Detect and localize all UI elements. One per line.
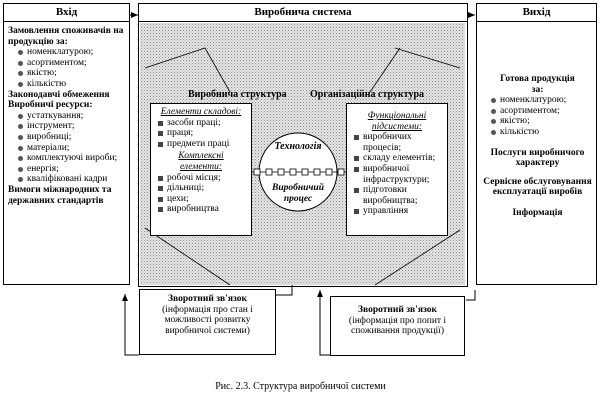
list-item: асортиментом; — [491, 106, 594, 117]
list-item: кваліфіковані кадри — [18, 174, 128, 185]
list-item: матеріали; — [18, 143, 128, 154]
list-item: праця; — [158, 128, 248, 139]
list-item: номенклатурою; — [491, 95, 594, 106]
feedback-right-box: Зворотний зв'язок (інформація про попит … — [330, 296, 465, 356]
functional-subsystems-panel: Функціональні підсистеми: виробничих про… — [346, 103, 448, 236]
list-item: інструмент; — [18, 121, 128, 132]
products-heading: Готова продукція за: — [500, 74, 575, 95]
output-box: Вихід Готова продукція за: номенклатурою… — [476, 3, 597, 285]
feedback-right-text: (інформація про попит і споживання проду… — [348, 315, 447, 337]
list-item: виробничих процесів; — [354, 132, 444, 153]
output-title: Вихід — [477, 4, 596, 22]
system-title: Виробнича система — [139, 4, 467, 22]
feedback-left-lines — [122, 285, 293, 356]
list-item: виробництва — [158, 204, 248, 215]
figure-caption: Рис. 2.3. Структура виробничої системи — [215, 381, 386, 392]
list-item: дільниці; — [158, 183, 248, 194]
subsystems-heading: Функціональні підсистеми: — [367, 111, 427, 132]
orders-list: номенклатурою; асортиментом; якістю; кіл… — [8, 47, 128, 89]
list-item: засоби праці; — [158, 118, 248, 129]
complex-elements-list: робочі місця; дільниці; цехи; виробництв… — [154, 173, 248, 215]
list-item: устаткування; — [18, 111, 128, 122]
standards-requirements: Вимоги міжнародних та державних стандарт… — [8, 184, 112, 206]
feedback-right-lines — [317, 290, 476, 356]
list-item: підготовки виробництва; — [354, 185, 444, 206]
list-item: асортиментом; — [18, 58, 128, 69]
list-item: номенклатурою; — [18, 47, 128, 58]
system-box: Виробнича система — [138, 3, 468, 287]
input-box: Вхід Замовлення споживачів на продукцію … — [3, 3, 130, 285]
feedback-right-title: Зворотний зв'язок — [358, 305, 437, 315]
list-item: енергія; — [18, 164, 128, 175]
list-item: комплектуючі вироби; — [18, 153, 128, 164]
elements-list: засоби праці; праця; предмети праці — [154, 118, 248, 150]
resources-heading: Виробничі ресурси: — [8, 100, 93, 111]
complex-elements-heading: Комплексні елементи: — [178, 151, 224, 172]
list-item: предмети праці — [158, 139, 248, 150]
process-chain — [252, 168, 346, 176]
list-item: якістю; — [491, 116, 594, 127]
elements-heading: Елементи складові: — [160, 107, 242, 117]
list-item: кількістю — [18, 79, 128, 90]
organizational-structure-label: Організаційна структура — [310, 89, 425, 100]
subsystems-list: виробничих процесів; складу елементів; в… — [350, 132, 444, 217]
structure-diamond — [144, 47, 461, 286]
list-item: робочі місця; — [158, 173, 248, 184]
feedback-left-box: Зворотний зв'язок (інформація про стан і… — [139, 289, 276, 355]
production-elements-panel: Елементи складові: засоби праці; праця; … — [150, 103, 252, 236]
list-item: цехи; — [158, 194, 248, 205]
list-item: складу елементів; — [354, 153, 444, 164]
services-text: Послуги виробничого характеру — [490, 147, 585, 169]
products-list: номенклатурою; асортиментом; якістю; кіл… — [481, 95, 594, 137]
list-item: якістю; — [18, 68, 128, 79]
feedback-left-title: Зворотний зв'язок — [168, 294, 247, 304]
process-label: Виробничий процес — [272, 183, 324, 204]
maintenance-text: Сервісне обслуговування експлуатації вир… — [483, 176, 592, 198]
orders-heading: Замовлення споживачів на продукцію за: — [8, 26, 124, 47]
input-title: Вхід — [4, 4, 129, 22]
list-item: виробничої інфраструктури; — [354, 164, 444, 185]
legal-restrictions: Законодавчі обмеження — [8, 89, 110, 100]
list-item: управління — [354, 206, 444, 217]
list-item: виробниці; — [18, 132, 128, 143]
production-structure-label: Виробнича структура — [188, 89, 287, 100]
technology-label: Технологія — [274, 141, 322, 152]
feedback-left-text: (інформація про стан і можливості розвит… — [162, 304, 253, 336]
resources-list: устаткування; інструмент; виробниці; мат… — [8, 111, 128, 185]
list-item: кількістю — [491, 127, 594, 138]
information-text: Інформація — [512, 207, 563, 218]
